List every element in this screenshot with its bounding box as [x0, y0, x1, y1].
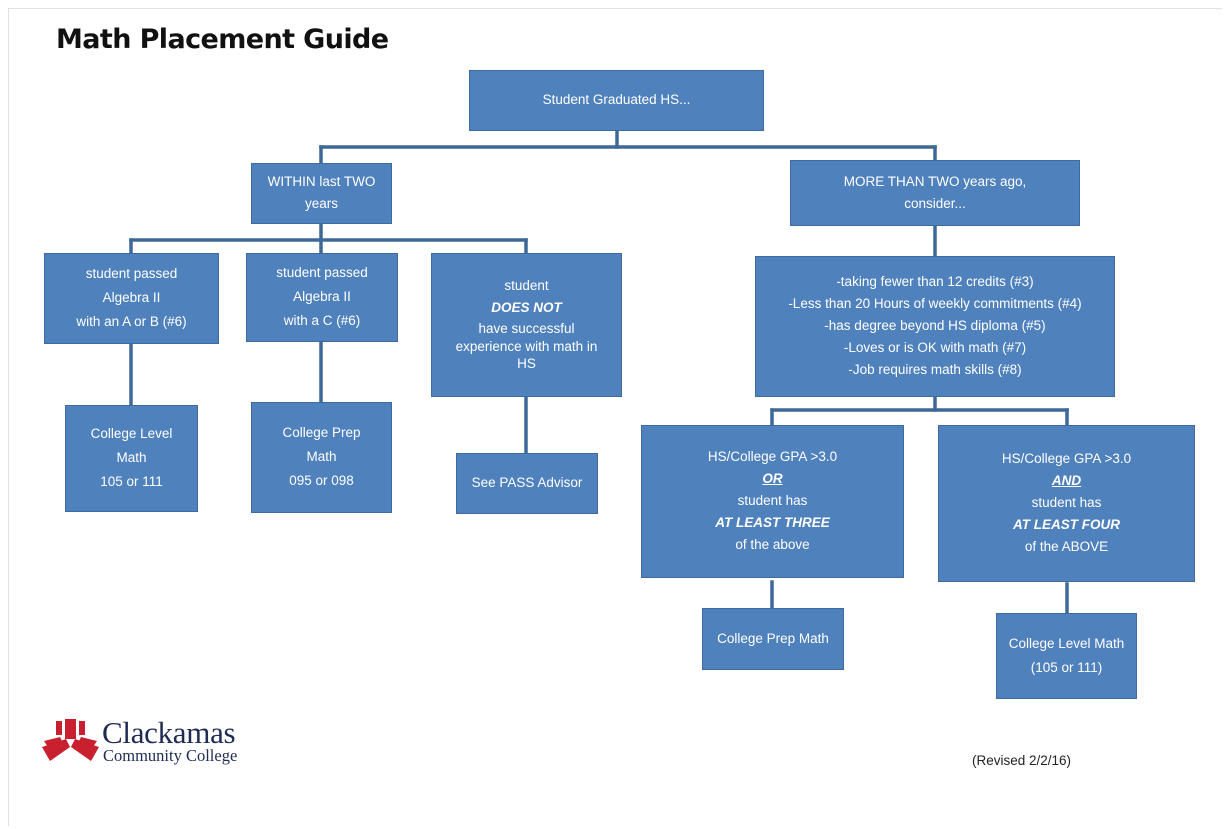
page-title: Math Placement Guide	[56, 24, 389, 55]
node-text: Math	[116, 450, 147, 466]
node-text: College Level Math	[1008, 635, 1125, 651]
node-text: Algebra II	[102, 290, 161, 306]
node-college-level-math: College Level Math 105 or 111	[65, 405, 198, 512]
node-text: student passed	[276, 265, 368, 281]
revision-date: (Revised 2/2/16)	[972, 753, 1072, 768]
node-text: of the above	[735, 536, 810, 552]
logo-subtitle: Community College	[103, 746, 238, 765]
node-text: (105 or 111)	[1030, 659, 1103, 675]
node-text: student has	[737, 493, 808, 509]
criteria-item: -taking fewer than 12 credits (#3)	[836, 274, 1034, 290]
node-text: Math	[306, 449, 337, 465]
node-text: student	[504, 278, 549, 294]
node-text-emphasis: DOES NOT	[491, 299, 562, 315]
node-text: Algebra II	[293, 289, 351, 305]
node-text-emphasis: AND	[1051, 473, 1082, 489]
node-text: 095 or 098	[289, 472, 354, 488]
node-text: College Prep	[282, 425, 361, 441]
node-text-emphasis: AT LEAST FOUR	[1013, 516, 1120, 532]
criteria-item: -has degree beyond HS diploma (#5)	[824, 318, 1046, 334]
node-text: years	[304, 196, 338, 211]
node-text: HS/College GPA >3.0	[1001, 451, 1132, 467]
page-frame	[8, 8, 1222, 826]
node-text: student passed	[85, 266, 178, 282]
node-text: WITHIN last TWO	[267, 174, 376, 190]
node-text: experience with math in	[455, 338, 598, 354]
node-text: with an A or B (#6)	[76, 313, 187, 329]
node-passed-algebra-a-or-b: student passed Algebra II with an A or B…	[44, 253, 219, 344]
node-text: HS/College GPA >3.0	[707, 449, 838, 465]
ccc-logo-icon	[42, 719, 99, 761]
node-student-graduated-hs: Student Graduated HS...	[469, 70, 764, 131]
node-gpa-and-four: HS/College GPA >3.0 AND student has AT L…	[938, 425, 1195, 582]
node-text: See PASS Advisor	[471, 475, 583, 491]
node-text: HS	[517, 356, 536, 372]
college-logo: Clackamas Community College	[42, 715, 272, 767]
node-within-two-years: WITHIN last TWO years	[251, 163, 392, 224]
node-text: 105 or 111	[100, 473, 163, 489]
node-text: of the ABOVE	[1024, 538, 1109, 554]
criteria-item: -Less than 20 Hours of weekly commitment…	[788, 296, 1082, 312]
criteria-item: -Loves or is OK with math (#7)	[843, 339, 1027, 355]
node-text-emphasis: AT LEAST THREE	[715, 514, 830, 530]
node-criteria-list: -taking fewer than 12 credits (#3) -Less…	[755, 256, 1115, 397]
node-passed-algebra-c: student passed Algebra II with a C (#6)	[246, 253, 398, 342]
node-text: College Prep Math	[717, 630, 829, 646]
node-text: consider...	[904, 195, 966, 211]
node-text: student has	[1031, 495, 1102, 511]
node-college-prep-math: College Prep Math 095 or 098	[251, 402, 392, 513]
node-more-than-two-years: MORE THAN TWO years ago, consider...	[790, 160, 1080, 226]
node-text: have successful	[478, 321, 575, 337]
node-see-pass-advisor: See PASS Advisor	[456, 453, 598, 514]
node-gpa-or-three: HS/College GPA >3.0 OR student has AT LE…	[641, 425, 904, 578]
node-result-college-level-math: College Level Math (105 or 111)	[996, 613, 1137, 699]
node-text: Student Graduated HS...	[542, 92, 691, 108]
node-does-not-have-math-experience: student DOES NOT have successful experie…	[431, 253, 622, 397]
node-text: with a C (#6)	[283, 312, 361, 328]
node-text: MORE THAN TWO years ago,	[843, 173, 1027, 189]
logo-name: Clackamas	[102, 715, 236, 750]
criteria-item: -Job requires math skills (#8)	[848, 361, 1022, 377]
node-text: College Level	[90, 426, 173, 442]
node-text-emphasis: OR	[762, 471, 783, 487]
node-result-college-prep-math: College Prep Math	[702, 608, 844, 670]
